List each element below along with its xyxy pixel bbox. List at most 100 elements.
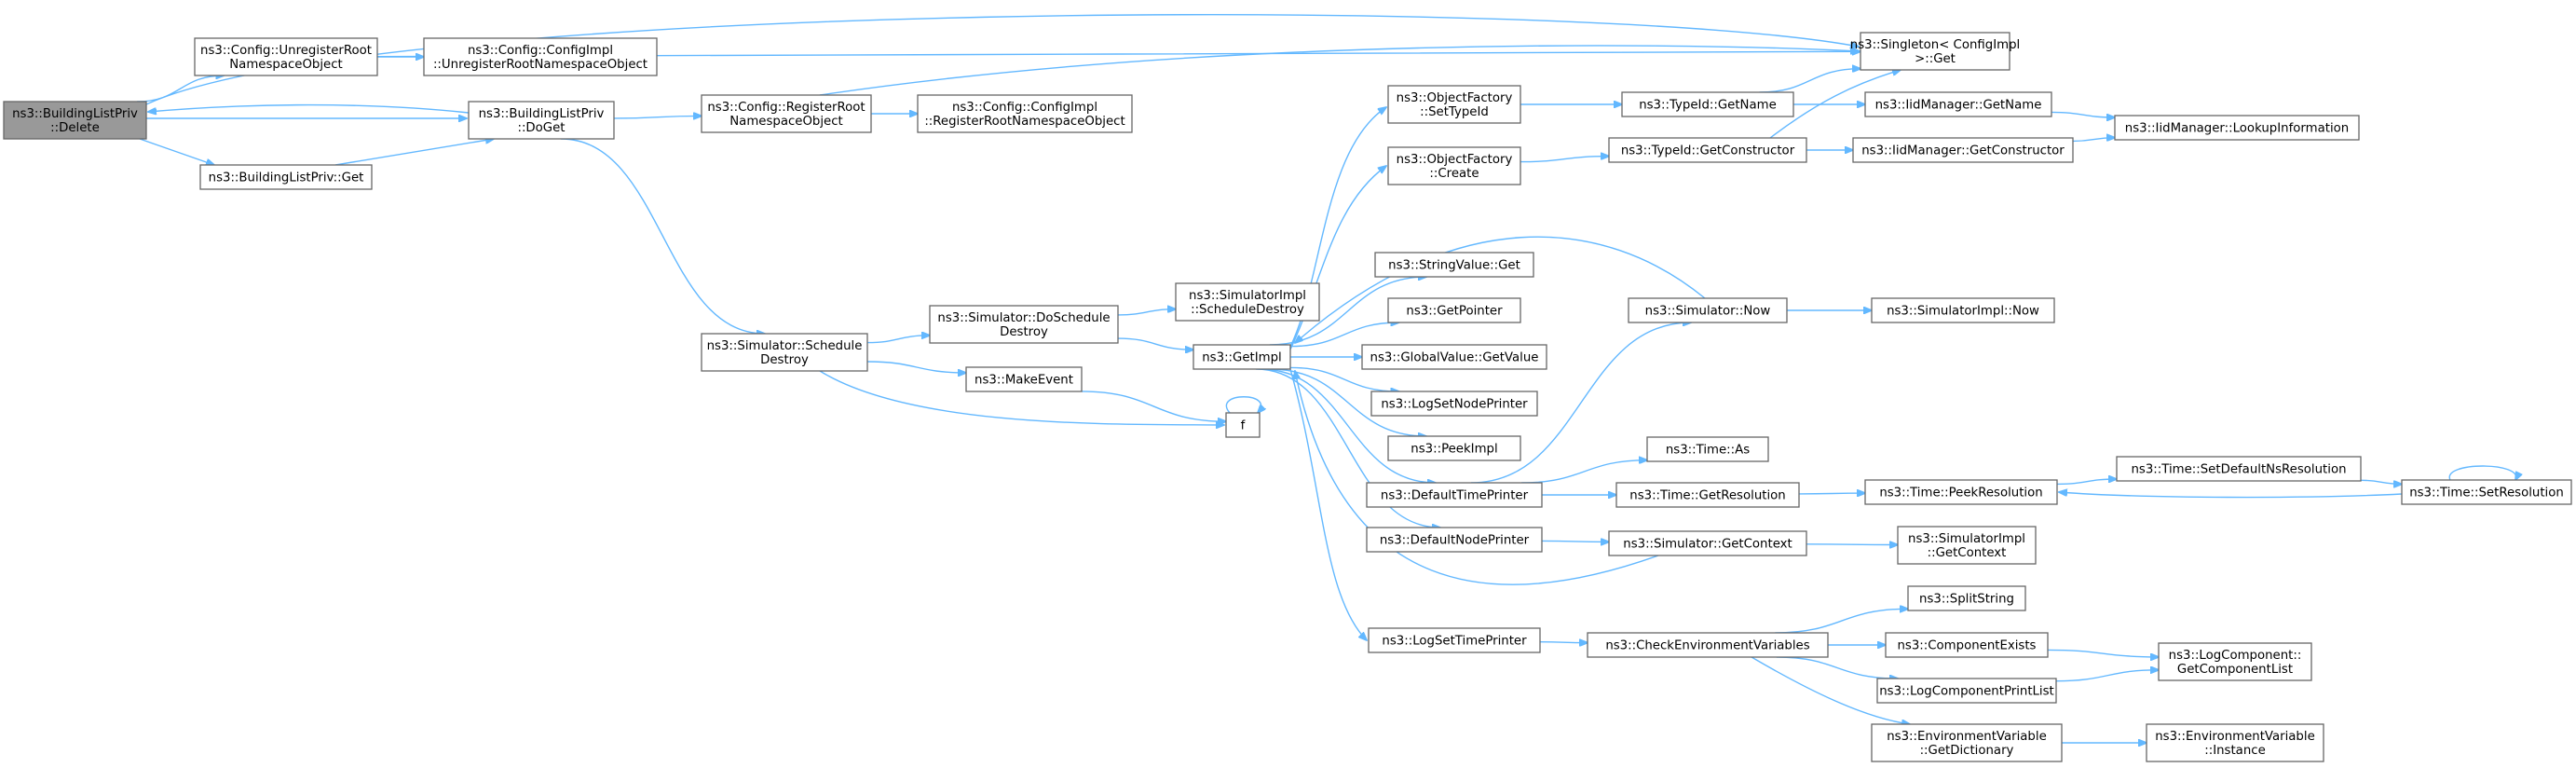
edge-path [1289,368,1367,640]
node-label: ns3::Config::ConfigImpl [952,101,1097,115]
edge-bl_doget-to-cfg_reg [613,116,702,118]
node-iid-lookup[interactable]: ns3::IidManager::LookupInformation [2114,115,2360,141]
node-of-settypeid[interactable]: ns3::ObjectFactory::SetTypeId [1387,85,1521,124]
edge-defaulttimeprinter-to-time_as [1521,460,1647,484]
node-of-create[interactable]: ns3::ObjectFactory::Create [1387,146,1521,185]
edge-sim_sched_destroy-to-f [819,370,1224,425]
node-label: ns3::GlobalValue::GetValue [1370,351,1539,365]
node-logcomponentprintlist[interactable]: ns3::LogComponentPrintList [1876,678,2057,704]
node-simimpl-getcontext[interactable]: ns3::SimulatorImpl::GetContext [1897,526,2037,565]
edge-path [819,45,1859,96]
node-box [1860,32,2010,71]
node-cfg-reg[interactable]: ns3::Config::RegisterRootNamespaceObject [701,94,872,133]
edge-iid_getconstructor-to-iid_lookup [2072,138,2115,143]
node-box [1615,482,1800,508]
node-label: ::RegisterRootNamespaceObject [924,115,1124,129]
edge-sim_now-to-getimpl [1295,236,1706,343]
node-stringvalue-get[interactable]: ns3::StringValue::Get [1374,252,1534,278]
edge-bl_delete-to-singleton_get [145,14,1859,105]
node-defaulttimeprinter[interactable]: ns3::DefaultTimePrinter [1366,482,1543,508]
node-time-as[interactable]: ns3::Time::As [1646,436,1769,462]
edge-path [1289,322,1399,348]
node-typeid-getname[interactable]: ns3::TypeId::GetName [1621,91,1794,117]
node-box [2401,479,2572,505]
edge-sim_sched_destroy-to-make_event [866,361,966,373]
node-make-event[interactable]: ns3::MakeEvent [965,366,1083,392]
node-envvar-instance[interactable]: ns3::EnvironmentVariable::Instance [2146,723,2324,762]
node-time-peekresolution[interactable]: ns3::Time::PeekResolution [1864,479,2058,505]
node-bl-get[interactable]: ns3::BuildingListPriv::Get [199,164,373,190]
node-bl-delete[interactable]: ns3::BuildingListPriv::Delete [3,101,147,140]
node-bl-doget[interactable]: ns3::BuildingListPriv::DoGet [468,101,615,140]
node-label: ns3::DefaultNodePrinter [1380,534,1530,548]
node-box [468,101,615,140]
node-sim-now[interactable]: ns3::Simulator::Now [1628,297,1788,323]
edge-path [2448,465,2516,480]
node-box [1608,137,1807,163]
edge-check_env-to-splitstring [1775,609,1908,634]
node-cfgimpl-unreg[interactable]: ns3::Config::ConfigImpl::UnregisterRootN… [423,37,658,76]
node-splitstring[interactable]: ns3::SplitString [1907,585,2026,611]
node-label: ns3::Config::UnregisterRoot [200,44,372,58]
node-label: ns3::BuildingListPriv [12,107,138,121]
edge-getimpl-to-defaulttimeprinter [1260,368,1436,483]
node-getpointer[interactable]: ns3::GetPointer [1387,297,1521,323]
edge-path [1769,70,1901,139]
node-peekimpl[interactable]: ns3::PeekImpl [1387,435,1521,461]
node-iid-getname[interactable]: ns3::IidManager::GetName [1864,91,2052,117]
node-singleton-get[interactable]: ns3::Singleton< ConfigImpl >::Get [1850,32,2020,71]
node-iid-getconstructor[interactable]: ns3::IidManager::GetConstructor [1852,137,2074,163]
node-logsetnodeprinter[interactable]: ns3::LogSetNodePrinter [1370,391,1538,417]
edge-path [866,336,930,344]
node-box [194,37,378,76]
node-logsettimeprinter[interactable]: ns3::LogSetTimePrinter [1368,627,1541,653]
edge-path [866,361,966,373]
node-box [1646,436,1769,462]
edge-make_event-to-f [1081,391,1226,421]
node-globalvalue-getvalue[interactable]: ns3::GlobalValue::GetValue [1361,344,1547,370]
edge-path [1759,69,1860,93]
edge-sim_do_sched_destroy-to-getimpl [1117,337,1193,350]
node-box [701,333,868,372]
edge-bl_doget-to-bl_delete [148,103,470,113]
edge-typeid_getconstructor-to-singleton_get [1769,70,1901,139]
node-box [965,366,1083,392]
node-componentexists[interactable]: ns3::ComponentExists [1885,632,2049,658]
edge-path [1117,337,1193,350]
node-logcomponent-getlist[interactable]: ns3::LogComponent::GetComponentList [2158,642,2312,681]
edge-path [560,138,765,334]
edge-time_setresolution-to-time_peekresolution [2059,492,2403,499]
node-box [1387,85,1521,124]
node-simimpl-sched-destroy[interactable]: ns3::SimulatorImpl::ScheduleDestroy [1175,282,1320,322]
node-sim-sched-destroy[interactable]: ns3::Simulator::ScheduleDestroy [701,333,868,372]
node-time-setdefaultns[interactable]: ns3::Time::SetDefaultNsResolution [2116,456,2362,482]
node-envvar-getdictionary[interactable]: ns3::EnvironmentVariable::GetDictionary [1871,723,2063,762]
node-getimpl[interactable]: ns3::GetImpl [1193,344,1291,370]
node-time-setresolution[interactable]: ns3::Time::SetResolution [2401,479,2572,505]
node-simimpl-now[interactable]: ns3::SimulatorImpl::Now [1871,297,2055,323]
node-label: ns3::Singleton< ConfigImpl [1850,38,2020,52]
node-cfgimpl-reg[interactable]: ns3::Config::ConfigImpl::RegisterRootNam… [917,94,1133,133]
node-typeid-getconstructor[interactable]: ns3::TypeId::GetConstructor [1608,137,1807,163]
edge-sim_sched_destroy-to-sim_do_sched_destroy [866,336,930,344]
node-f[interactable]: f [1225,412,1261,438]
edge-path [1806,544,1898,545]
node-time-getresolution[interactable]: ns3::Time::GetResolution [1615,482,1800,508]
node-box [1366,482,1543,508]
node-cfg-unreg[interactable]: ns3::Config::UnregisterRootNamespaceObje… [194,37,378,76]
node-check-env[interactable]: ns3::CheckEnvironmentVariables [1587,632,1829,658]
node-sim-getcontext[interactable]: ns3::Simulator::GetContext [1608,530,1807,556]
node-label: >::Get [1915,52,1956,66]
edge-check_env-to-logcomponentprintlist [1776,656,1898,679]
node-label: NamespaceObject [229,58,343,72]
node-box [3,101,147,140]
edge-path [1521,460,1647,484]
edge-path [1081,391,1226,421]
edge-path [1798,493,1865,494]
node-defaultnodeprinter[interactable]: ns3::DefaultNodePrinter [1366,527,1543,553]
edge-path [1295,236,1706,343]
node-label: Destroy [1000,325,1048,339]
node-label: ns3::Time::SetDefaultNsResolution [2131,463,2346,477]
edge-path [2055,670,2159,682]
